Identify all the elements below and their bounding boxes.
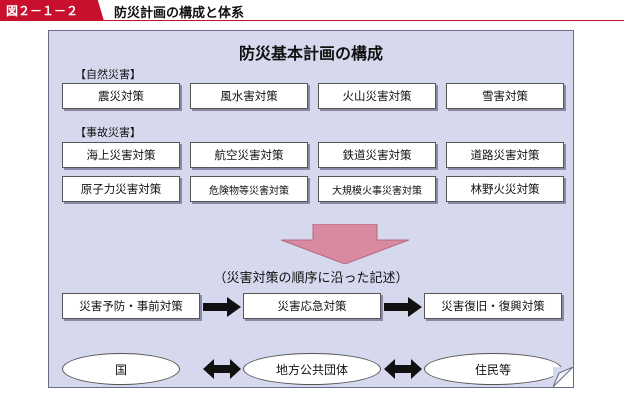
diagram-title: 防災基本計画の構成 [238,44,383,63]
right-arrow-icon [203,297,241,317]
actor-residents: 住民等 [424,353,562,385]
page-curl [553,367,573,387]
accident-item-hazardous: 危険物等災害対策 [190,176,308,202]
accident-item-aviation: 航空災害対策 [190,142,308,168]
flow-emergency: 災害応急対策 [243,293,381,319]
natural-disaster-label: 【自然災害】 [75,68,141,81]
natural-item-snow: 雪害対策 [446,83,564,109]
down-arrow-icon [281,224,409,264]
accident-item-maritime: 海上災害対策 [62,142,180,168]
accident-item-railway: 鉄道災害対策 [318,142,436,168]
actor-national: 国 [62,353,180,385]
accident-item-nuclear: 原子力災害対策 [62,176,180,202]
header-rule [0,20,624,21]
flow-recovery: 災害復旧・復興対策 [424,293,562,319]
accident-item-large-fire: 大規模火事災害対策 [318,176,436,202]
natural-item-volcano: 火山災害対策 [318,83,436,109]
accident-disaster-label: 【事故災害】 [75,126,141,139]
order-note: （災害対策の順序に沿った記述） [213,271,409,286]
flow-prevention: 災害予防・事前対策 [62,293,200,319]
accident-item-forest-fire: 林野火災対策 [446,176,564,202]
accident-item-road: 道路災害対策 [446,142,564,168]
double-arrow-icon [384,359,422,379]
double-arrow-icon [203,359,241,379]
figure-number-badge: 図２－１－２ [0,0,104,21]
right-arrow-icon [384,297,422,317]
actor-local-government: 地方公共団体 [243,353,381,385]
natural-item-storm-flood: 風水害対策 [190,83,308,109]
natural-item-earthquake: 震災対策 [62,83,180,109]
figure-title: 防災計画の構成と体系 [114,6,245,21]
diagram-panel: 防災基本計画の構成 【自然災害】 震災対策 風水害対策 火山災害対策 雪害対策 … [48,30,574,388]
